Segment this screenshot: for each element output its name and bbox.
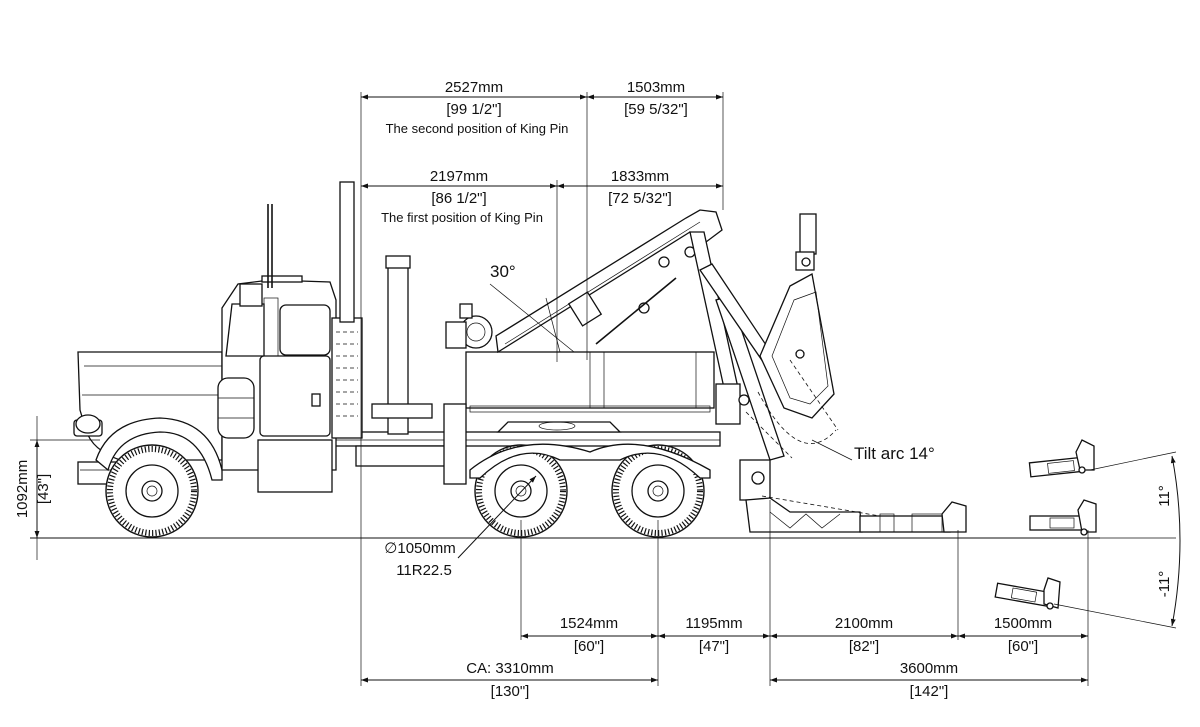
wheel-lift-down: [994, 577, 1061, 610]
dim-top-right-mm: 1503mm: [627, 79, 685, 96]
ca-mm-label: CA: 3310mm: [466, 660, 554, 677]
underlift-reach-mm: 2100mm: [835, 615, 893, 632]
dim-mid-right-in: [72 5/32"]: [608, 190, 672, 207]
total-reach-in: [142"]: [910, 683, 949, 700]
axle-spacing-in: [60"]: [574, 638, 604, 655]
ca-in-label: [130"]: [491, 683, 530, 700]
height-mm-label: 1092mm: [14, 460, 31, 518]
rear-overhang-mm: 1195mm: [685, 615, 742, 632]
note-first-kingpin: The first position of King Pin: [381, 210, 543, 225]
dim-mid-left-mm: 2197mm: [430, 168, 488, 185]
rear-overhang-in: [47"]: [699, 638, 729, 655]
wheel-lift-level: [1029, 499, 1097, 536]
boom-angle-label: 30°: [490, 262, 516, 281]
cab-window: [279, 304, 331, 356]
dim-mid-right-mm: 1833mm: [611, 168, 669, 185]
tilt-arc-label: Tilt arc 14°: [854, 444, 935, 463]
tilt-arc: [757, 391, 837, 444]
truck-drawing: [73, 181, 1097, 610]
lowered-underlift: [745, 495, 967, 533]
dimension-lines: [30, 92, 1181, 686]
angle-down-label: -11°: [1156, 571, 1173, 598]
dim-top-left-in: [99 1/2"]: [446, 101, 501, 118]
underlift-ext-mm: 1500mm: [994, 615, 1052, 632]
height-in-label: [43"]: [35, 474, 52, 504]
underlift-ext-in: [60"]: [1008, 638, 1038, 655]
stowed-wheel-lift: [759, 213, 835, 419]
note-second-kingpin: The second position of King Pin: [386, 121, 569, 136]
tire-size-label: 11R22.5: [396, 562, 452, 579]
axle-spacing-mm: 1524mm: [560, 615, 618, 632]
dim-top-right-in: [59 5/32"]: [624, 101, 688, 118]
total-reach-mm: 3600mm: [900, 660, 958, 677]
boom: [495, 209, 723, 354]
angle-up-label: 11°: [1156, 485, 1173, 507]
wheel-lift-up: [1028, 439, 1095, 478]
underlift-arm: [689, 231, 785, 501]
front-fender: [95, 417, 223, 481]
dim-mid-left-in: [86 1/2"]: [431, 190, 486, 207]
fifth-wheel: [496, 421, 622, 433]
tire-diameter-label: ∅1050mm: [384, 540, 455, 557]
underlift-reach-in: [82"]: [849, 638, 879, 655]
winch: [445, 303, 493, 349]
vent-grid: [336, 331, 358, 417]
front-wheel: [105, 444, 199, 538]
exhaust-stack: [339, 181, 355, 323]
dim-top-left-mm: 2527mm: [445, 79, 503, 96]
